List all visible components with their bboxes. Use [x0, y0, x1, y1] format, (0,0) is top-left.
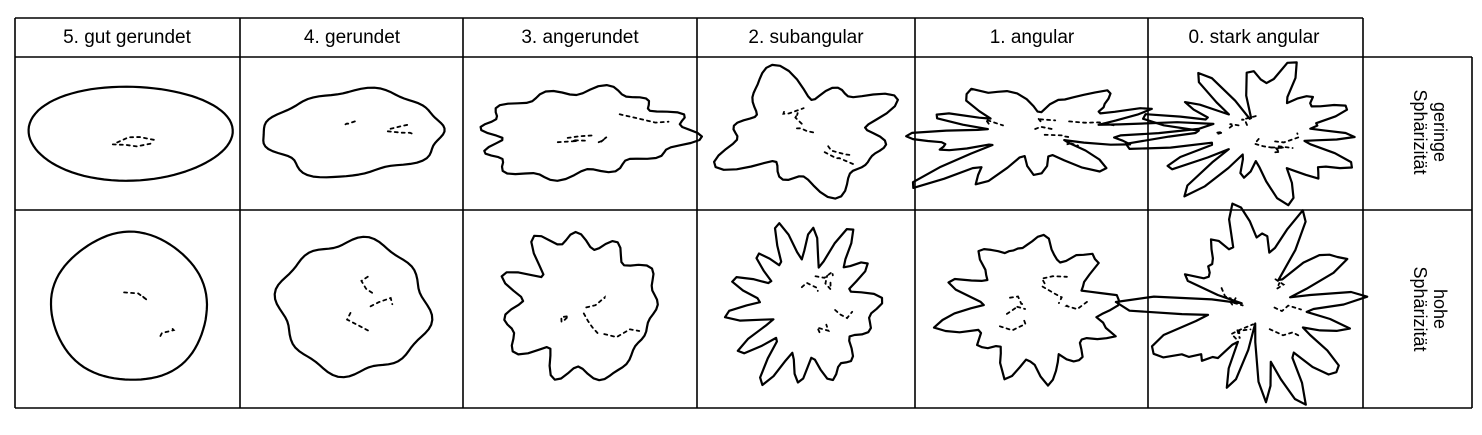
grain-outline-r2-low: [713, 63, 899, 200]
grain-outline-r5-high: [49, 230, 209, 381]
grain-drawings: [27, 61, 1369, 406]
header-col-0: 0. stark angular: [1189, 27, 1321, 48]
grain-texture-r4-high: [345, 275, 394, 334]
column-headers: 5. gut gerundet 4. gerundet 3. angerunde…: [63, 27, 1320, 48]
grain-outline-r3-high: [500, 230, 659, 382]
grain-outline-r0-high: [1114, 202, 1369, 406]
grain-texture-r1-low: [983, 117, 1115, 147]
grain-texture-r5-low: [111, 136, 159, 148]
grain-texture-r3-low: [556, 113, 670, 144]
header-col-3: 3. angerundet: [521, 27, 639, 48]
grain-texture-r3-high: [560, 295, 641, 339]
header-col-1: 1. angular: [990, 27, 1075, 48]
grain-outline-r3-low: [479, 84, 703, 182]
grain-texture-r0-low: [1215, 114, 1300, 154]
grain-texture-r4-low: [344, 120, 416, 136]
grain-texture-r5-high: [123, 291, 176, 337]
header-col-2: 2. subangular: [748, 27, 864, 48]
grain-outline-r1-low: [905, 87, 1215, 189]
grain-texture-r2-high: [800, 270, 854, 334]
row-label-low: geringe Sphärizität: [1410, 89, 1450, 174]
table-grid: [14, 17, 1473, 409]
header-col-4: 4. gerundet: [304, 27, 401, 48]
row-label-high: hohe Sphärizität: [1410, 266, 1450, 351]
header-col-5: 5. gut gerundet: [63, 27, 192, 48]
row-label-low-line1: geringe: [1430, 102, 1450, 162]
row-label-low-line2: Sphärizität: [1410, 89, 1430, 174]
grain-outline-r0-low: [1124, 61, 1356, 207]
grain-outline-r1-high: [932, 233, 1120, 387]
grain-texture-r2-low: [782, 107, 855, 165]
row-label-high-line2: Sphärizität: [1410, 266, 1430, 351]
grain-outline-r4-low: [262, 86, 446, 179]
grain-texture-r1-high: [999, 275, 1088, 332]
grain-outline-r5-low: [27, 85, 234, 182]
grain-outline-r4-high: [273, 235, 434, 379]
grain-texture-r0-high: [1220, 278, 1302, 340]
grain-outline-r2-high: [723, 222, 884, 387]
row-label-high-line1: hohe: [1430, 289, 1450, 329]
